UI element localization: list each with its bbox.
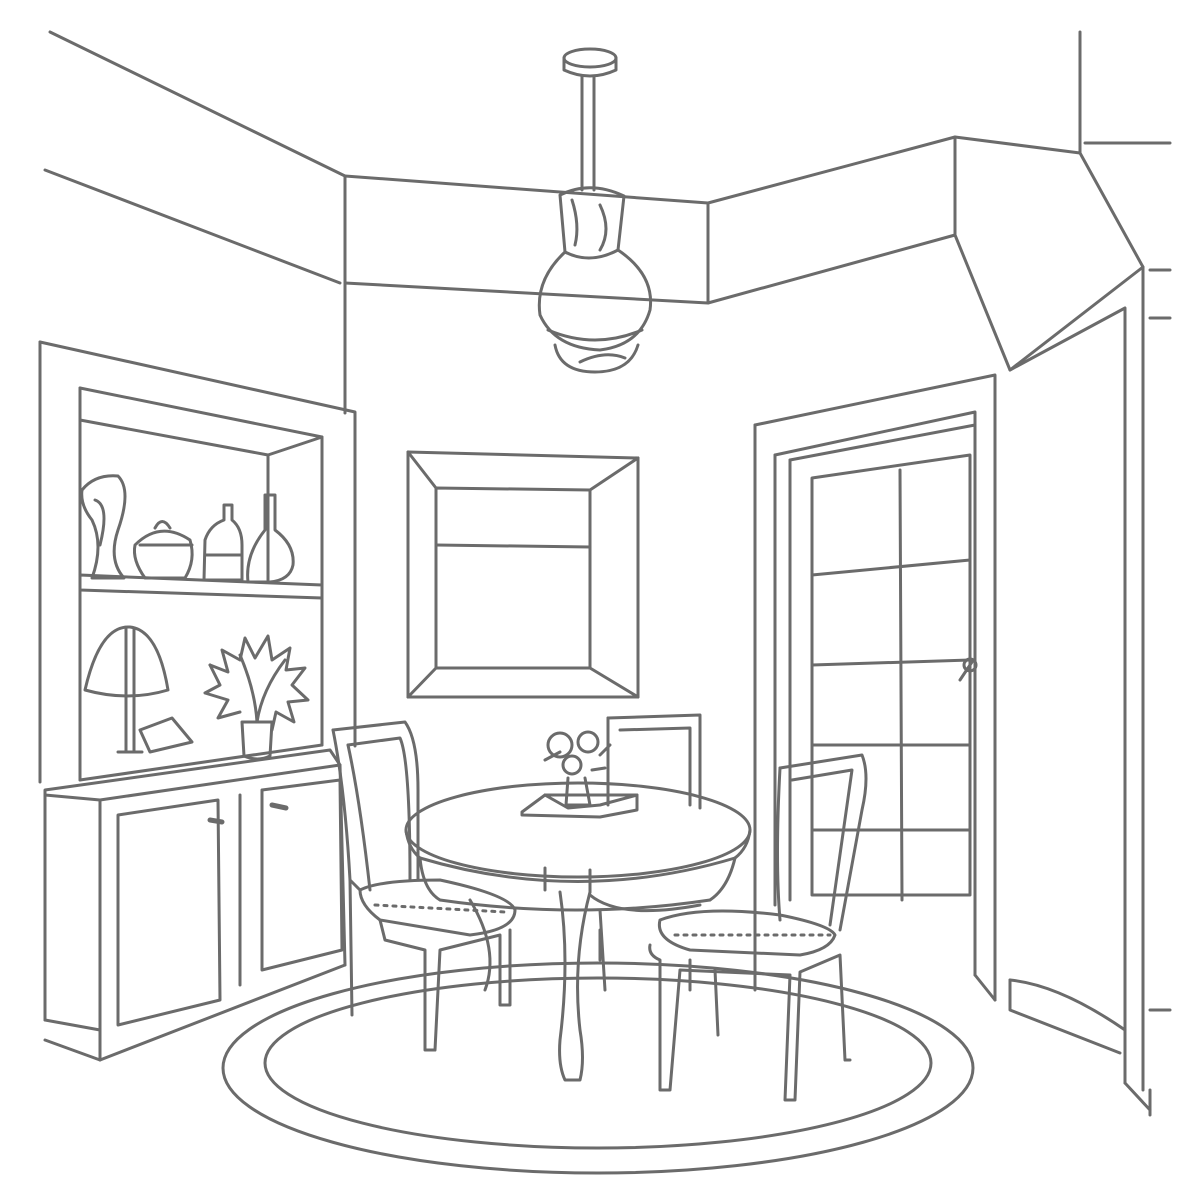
potted-plant bbox=[205, 636, 308, 759]
pendant-lamp bbox=[539, 49, 650, 372]
front-chair-right bbox=[650, 755, 866, 1100]
centerpiece bbox=[522, 732, 637, 817]
back-chair-right bbox=[600, 715, 700, 990]
lidded-jar bbox=[134, 531, 192, 578]
round-rug bbox=[223, 963, 973, 1173]
wall-niche bbox=[40, 342, 355, 782]
left-chair bbox=[333, 722, 515, 1050]
shelf-vases bbox=[82, 476, 293, 582]
tall-vase bbox=[82, 476, 125, 578]
table-lamp bbox=[85, 627, 192, 752]
window bbox=[408, 452, 638, 697]
bottle bbox=[204, 505, 242, 580]
sideboard-cabinet bbox=[45, 750, 345, 1060]
door bbox=[755, 375, 995, 1000]
room-architecture bbox=[45, 32, 1170, 1115]
round-vase bbox=[248, 495, 294, 582]
dining-table bbox=[406, 783, 750, 1080]
